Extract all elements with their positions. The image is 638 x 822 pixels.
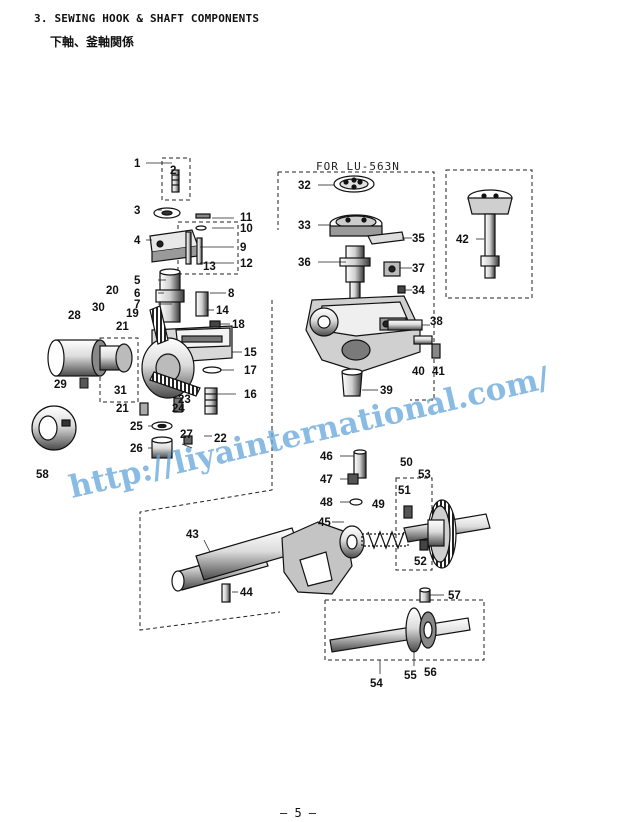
callout-48: 48 (320, 497, 333, 509)
callout-21a: 21 (116, 321, 129, 333)
screw-29 (79, 377, 89, 389)
leader-lines (146, 162, 484, 674)
washers-25-27 (151, 421, 193, 459)
callout-8: 8 (228, 288, 235, 300)
callout-37: 37 (412, 263, 425, 275)
lu563n-assembly (305, 175, 441, 397)
callout-20: 20 (106, 285, 119, 297)
callout-11: 11 (240, 212, 253, 224)
callout-54: 54 (370, 678, 383, 690)
callout-18: 18 (232, 319, 245, 331)
left-hook-assembly (139, 169, 233, 416)
page-title: 3. SEWING HOOK & SHAFT COMPONENTS (34, 12, 260, 25)
callout-4: 4 (134, 235, 141, 247)
callout-26: 26 (130, 443, 143, 455)
callout-1: 1 (134, 158, 141, 170)
callout-51: 51 (398, 485, 411, 497)
callout-35: 35 (412, 233, 425, 245)
page-number: — 5 — (280, 806, 317, 820)
callout-46: 46 (320, 451, 333, 463)
collar-58 (31, 405, 77, 451)
callout-19: 19 (126, 308, 139, 320)
group-boxes (99, 157, 533, 661)
callout-45: 45 (318, 517, 331, 529)
callout-29: 29 (54, 379, 67, 391)
callout-22: 22 (214, 433, 227, 445)
callout-33: 33 (298, 220, 311, 232)
callout-7: 7 (134, 299, 140, 311)
callout-41: 41 (432, 366, 445, 378)
callout-10: 10 (240, 223, 253, 235)
callout-28: 28 (68, 310, 81, 322)
lower-shaft-assembly (171, 449, 491, 603)
callout-36: 36 (298, 257, 311, 269)
callout-2: 2 (170, 165, 176, 177)
bushing-28 (47, 339, 133, 377)
callout-25: 25 (130, 421, 143, 433)
page-subtitle: 下軸、釜軸関係 (50, 35, 135, 49)
callout-50: 50 (400, 457, 413, 469)
callout-17: 17 (244, 365, 257, 377)
callout-16: 16 (244, 389, 257, 401)
callout-labels: 1 2 3 4 5 6 7 8 9 10 11 12 13 14 15 16 1… (36, 158, 469, 690)
callout-40: 40 (412, 366, 425, 378)
hook-42 (467, 189, 513, 279)
callout-3: 3 (134, 205, 140, 217)
callout-30: 30 (92, 302, 105, 314)
variant-label: FOR LU-563N (316, 160, 400, 173)
callout-24: 24 (172, 403, 185, 415)
callout-5: 5 (134, 275, 141, 287)
callout-15: 15 (244, 347, 257, 359)
shaft-54-assembly (329, 587, 471, 653)
callout-27: 27 (180, 429, 193, 441)
callout-56: 56 (424, 667, 437, 679)
callout-12: 12 (240, 258, 253, 270)
callout-23: 23 (178, 394, 191, 406)
callout-42: 42 (456, 234, 469, 246)
callout-44: 44 (240, 587, 253, 599)
callout-58: 58 (36, 469, 49, 481)
callout-32: 32 (298, 180, 311, 192)
callout-49: 49 (372, 499, 385, 511)
callout-52: 52 (414, 556, 427, 568)
callout-43: 43 (186, 529, 199, 541)
callout-6: 6 (134, 288, 140, 300)
callout-21b: 21 (116, 403, 129, 415)
callout-9: 9 (240, 242, 246, 254)
callout-57: 57 (448, 590, 461, 602)
callout-13: 13 (203, 261, 216, 273)
callout-14: 14 (216, 305, 229, 317)
callout-55: 55 (404, 670, 417, 682)
callout-39: 39 (380, 385, 393, 397)
callout-38: 38 (430, 316, 443, 328)
callout-47: 47 (320, 474, 333, 486)
callout-34: 34 (412, 285, 425, 297)
callout-53: 53 (418, 469, 431, 481)
callout-31: 31 (114, 385, 127, 397)
